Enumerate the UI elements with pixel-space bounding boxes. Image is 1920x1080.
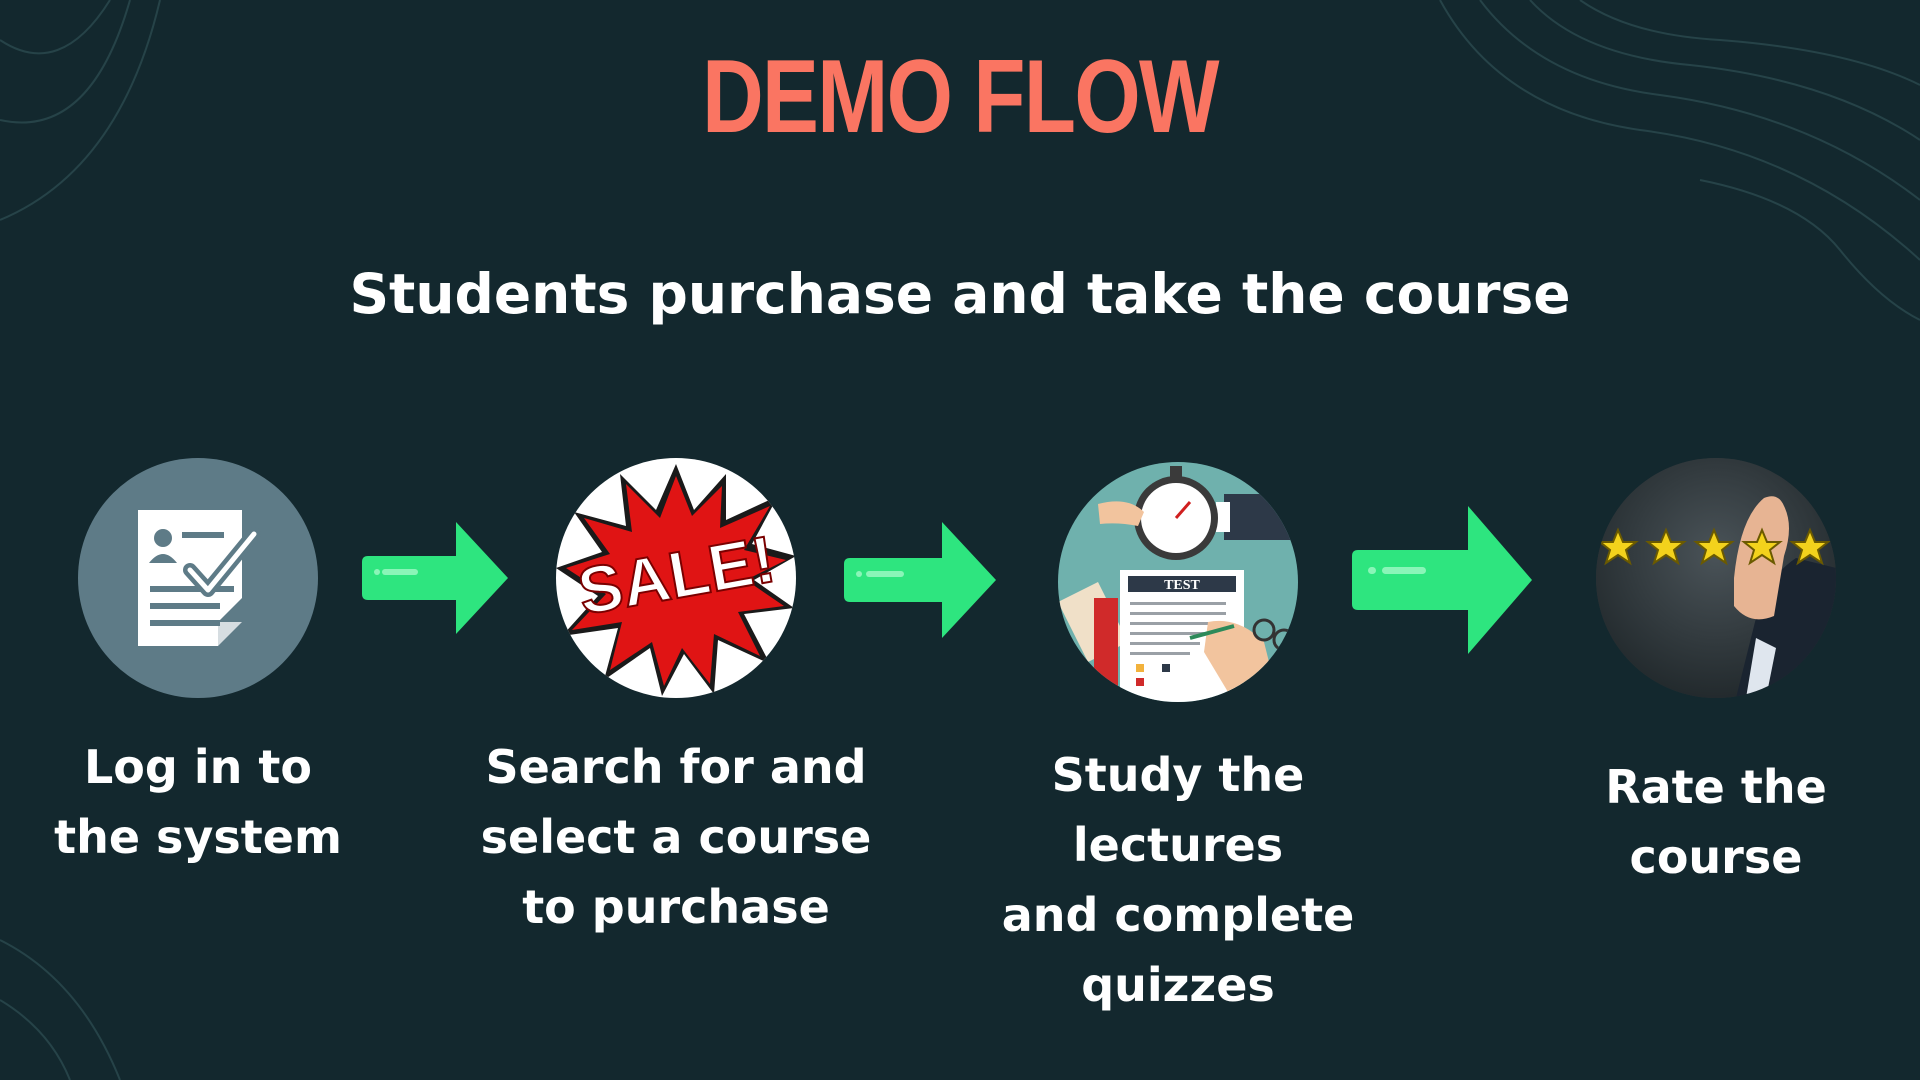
arrow-right-icon [844, 522, 996, 638]
step-1-label-line-1: Log in to [84, 740, 312, 794]
page-subtitle: Students purchase and take the course [349, 262, 1571, 326]
arrow-right-icon [1352, 506, 1532, 654]
step-4-label-line-2: course [1629, 830, 1803, 884]
step-4-label: Rate the course [1486, 752, 1920, 892]
step-4-label-line-1: Rate the [1605, 760, 1827, 814]
test-text: TEST [1164, 578, 1200, 593]
test-stopwatch-icon: TEST [1058, 462, 1298, 702]
step-1-label: Log in to the system [0, 732, 428, 872]
step-2-label-line-3: to purchase [522, 880, 830, 934]
step-3-label: Study the lectures and complete quizzes [948, 740, 1408, 1020]
registration-form-icon [78, 458, 318, 698]
step-3-label-line-3: quizzes [1081, 958, 1275, 1012]
step-3-label-line-2: and complete [1001, 888, 1355, 942]
step-1-label-line-2: the system [54, 810, 342, 864]
arrow-right-icon [362, 522, 508, 634]
step-2-label: Search for and select a course to purcha… [446, 732, 906, 942]
step-2-label-line-2: select a course [480, 810, 872, 864]
page-title: DEMO FLOW [702, 39, 1219, 155]
step-3-label-line-1: Study the lectures [1051, 748, 1305, 872]
sale-burst-icon: SALE! [556, 458, 796, 698]
five-star-rating-icon [1596, 458, 1836, 698]
step-2-label-line-1: Search for and [485, 740, 867, 794]
